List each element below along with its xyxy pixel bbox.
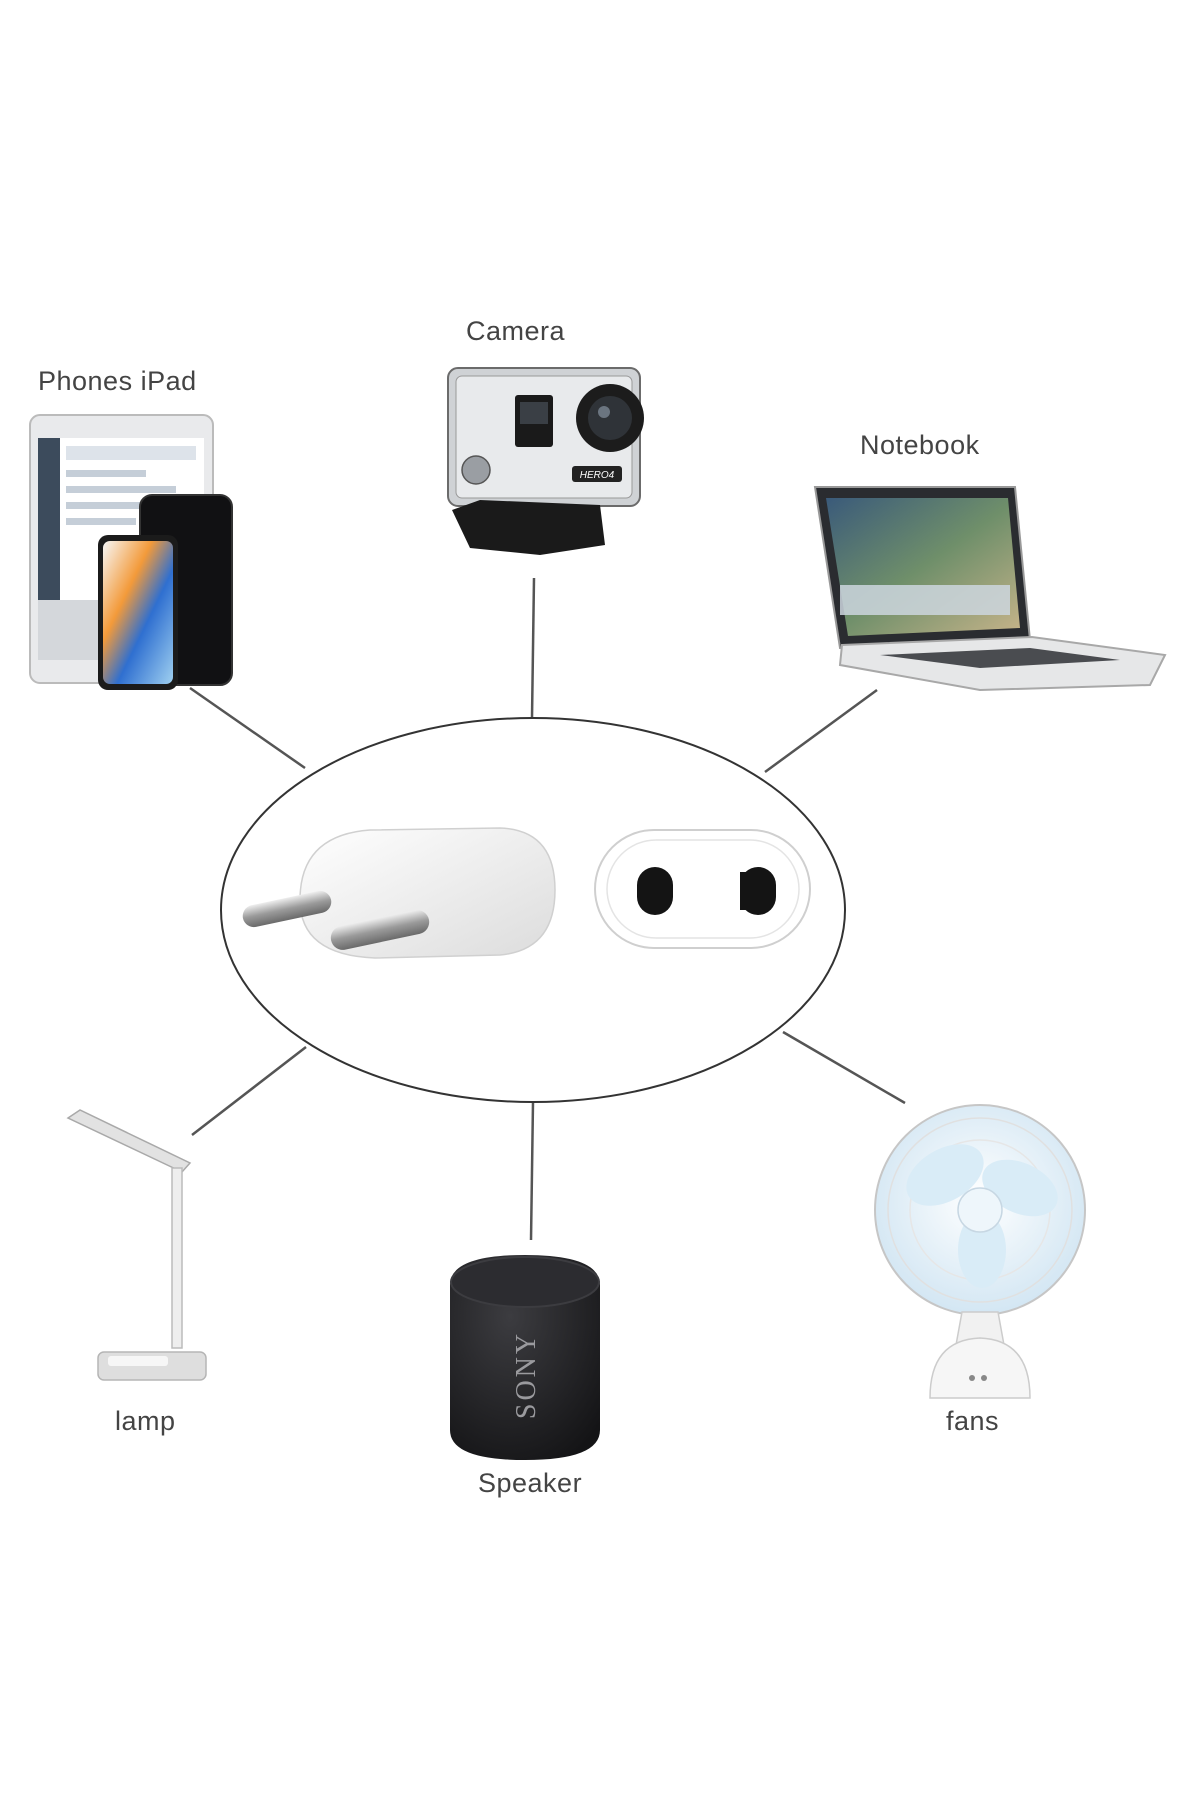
connector-line-lamp — [191, 1046, 307, 1136]
desk-fan-icon — [874, 1104, 1086, 1399]
connector-line-speaker — [529, 1101, 535, 1241]
speaker-icon: SONY — [450, 1255, 600, 1460]
action-camera-icon: HERO4 — [447, 367, 644, 555]
phone-tablet-icon — [29, 414, 233, 690]
speaker-brand-text: SONY — [511, 1331, 542, 1419]
label-notebook: Notebook — [860, 430, 980, 460]
label-lamp: lamp — [115, 1406, 176, 1436]
label-phones-ipad: Phones iPad — [38, 366, 197, 396]
label-fans: fans — [946, 1406, 1000, 1436]
connector-line-fans — [782, 1030, 906, 1105]
connector-line-notebook — [764, 688, 878, 774]
plug-icon — [242, 827, 556, 959]
label-speaker: Speaker — [478, 1468, 583, 1498]
connector-line-camera — [530, 577, 536, 719]
desk-lamp-icon — [66, 1109, 207, 1381]
label-camera: Camera — [466, 316, 566, 346]
camera-brand-text: HERO4 — [580, 470, 615, 481]
socket-adapter-icon — [594, 829, 811, 949]
connector-line-phones — [189, 686, 306, 770]
laptop-icon — [813, 486, 1167, 692]
